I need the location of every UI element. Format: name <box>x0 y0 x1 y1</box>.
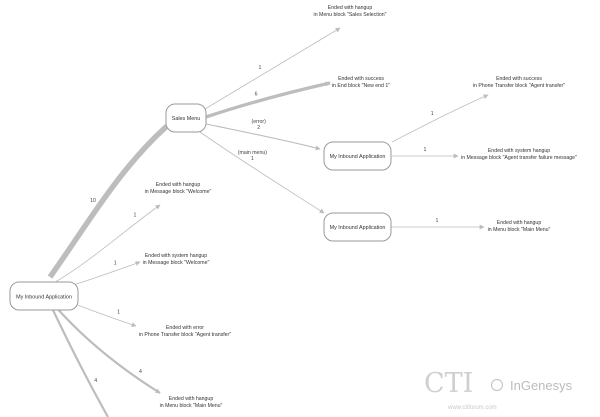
edge-app3-to-hangup-main-menu: 1 <box>389 218 485 230</box>
outcome-error-agent-transfer: Ended with error in Phone Transfer block… <box>139 325 231 338</box>
edge-count-sales-app3: 1 <box>251 156 254 162</box>
outcome-line2: in Message block "Welcome" <box>145 189 212 195</box>
outcome-line1: Ended with success <box>338 76 384 82</box>
edge-count-sales-app2: 2 <box>257 125 260 131</box>
edge-count-sales-success-end: 6 <box>255 92 258 98</box>
edge-count-root-hangup-welcome: 1 <box>133 212 136 218</box>
edge-count-root-hangup-mainmenu: 4 <box>139 369 142 375</box>
node-label-app3: My Inbound Application <box>330 225 386 231</box>
outcome-line1: Ended with hangup <box>497 220 542 226</box>
edge-root-to-hangup-main-menu: 4 <box>54 305 161 394</box>
watermark-ingenesys: InGenesys <box>510 378 573 393</box>
node-inbound-application-2[interactable]: My Inbound Application <box>323 141 392 171</box>
edge-count-app3-hangup-mainmenu: 1 <box>436 218 439 224</box>
node-label-app2: My Inbound Application <box>330 154 386 160</box>
outcome-hangup-main-menu-root: Ended with hangup in Menu block "Main Me… <box>160 396 223 409</box>
outcome-line2: in Phone Transfer block "Agent transfer" <box>473 83 565 89</box>
outcome-success-agent-transfer: Ended with success in Phone Transfer blo… <box>473 76 565 89</box>
outcome-line2: in Menu block "Main Menu" <box>488 227 551 233</box>
outcome-line1: Ended with system hangup <box>488 148 550 154</box>
edge-root-to-offscreen: 4 <box>51 307 109 417</box>
edge-count-root-error-agent: 1 <box>117 310 120 316</box>
outcome-hangup-welcome: Ended with hangup in Message block "Welc… <box>145 182 212 195</box>
node-root-inbound-application[interactable]: My Inbound Application <box>9 281 79 311</box>
outcome-line1: Ended with error <box>166 325 204 331</box>
edge-count-app2-success-agent: 1 <box>431 111 434 117</box>
edge-sales-to-hangup-sales-selection: 1 <box>199 27 341 113</box>
outcome-line2: in Menu block "Main Menu" <box>160 403 223 409</box>
edge-count-root-syshangup-welcome: 1 <box>114 261 117 267</box>
outcome-line2: in Message block "Welcome" <box>143 260 210 266</box>
node-label-root: My Inbound Application <box>16 295 72 301</box>
edge-count-sales-hangup-selection: 1 <box>258 65 261 71</box>
watermark-site-url: www.ctiforum.com <box>447 405 497 411</box>
outcome-line2: in Message block "Agent transfer failure… <box>461 155 577 161</box>
outcome-hangup-sales-selection: Ended with hangup in Menu block "Sales S… <box>314 5 387 18</box>
genesys-logo-icon <box>490 378 504 392</box>
edge-count-app2-syshangup-failure: 1 <box>424 147 427 153</box>
outcome-line2: in End block "New end 1" <box>332 83 390 89</box>
edge-app2-to-system-hangup-transfer-failure: 1 <box>391 147 459 159</box>
edge-count-root-sales: 10 <box>90 198 96 204</box>
outcome-system-hangup-transfer-failure: Ended with system hangup in Message bloc… <box>461 148 577 161</box>
node-inbound-application-3[interactable]: My Inbound Application <box>323 212 392 242</box>
watermark-cti-logo: CTI <box>424 368 473 399</box>
edge-count-root-offscreen: 4 <box>94 378 97 384</box>
node-label-sales-menu: Sales Menu <box>172 116 200 122</box>
outcome-success-new-end: Ended with success in End block "New end… <box>332 76 390 89</box>
edge-sales-to-app2-error: (error) 2 <box>205 119 321 151</box>
outcome-line1: Ended with hangup <box>156 182 201 188</box>
edge-label-error: (error) <box>251 119 266 125</box>
watermark: CTI www.ctiforum.com InGenesys <box>424 368 573 411</box>
edge-root-to-hangup-welcome: 1 <box>51 204 161 285</box>
edge-sales-to-app3-main-menu: (main menu) 1 <box>199 131 325 214</box>
outcome-line1: Ended with system hangup <box>145 253 207 259</box>
outcome-line2: in Phone Transfer block "Agent transfer" <box>139 332 231 338</box>
node-sales-menu[interactable]: Sales Menu <box>165 103 207 133</box>
edges: 10 1 1 1 4 4 1 6 <box>47 27 489 417</box>
outcome-line1: Ended with hangup <box>328 5 373 11</box>
outcome-line2: in Menu block "Sales Selection" <box>314 12 387 18</box>
edge-app2-to-success-agent-transfer: 1 <box>391 94 489 143</box>
outcome-line1: Ended with success <box>496 76 542 82</box>
outcome-hangup-main-menu-app3: Ended with hangup in Menu block "Main Me… <box>488 220 551 233</box>
outcome-line1: Ended with hangup <box>169 396 214 402</box>
edge-sales-to-success-new-end: 6 <box>205 81 331 119</box>
edge-root-to-sales-menu: 10 <box>47 123 169 279</box>
edge-label-main-menu: (main menu) <box>238 150 267 156</box>
outcome-system-hangup-welcome: Ended with system hangup in Message bloc… <box>143 253 210 266</box>
